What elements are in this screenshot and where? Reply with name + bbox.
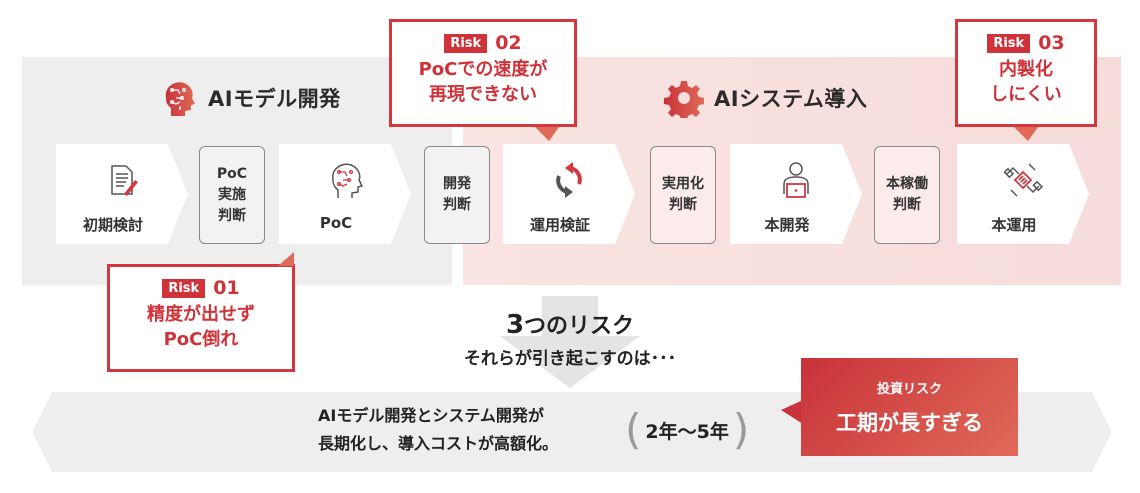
- risk-line: PoC倒れ: [163, 329, 239, 350]
- down-arrow-icon: [500, 296, 640, 388]
- summary-subtitle: それらが引き起こすのは･･･: [463, 349, 677, 369]
- gate-line: 判断: [443, 197, 471, 213]
- risk-bubble-03-tail: [1014, 127, 1038, 141]
- brain-head-outline-icon: [332, 163, 364, 198]
- step-poc: PoC: [279, 144, 411, 244]
- risk-line: 精度が出せず: [147, 304, 255, 325]
- person-laptop-icon: [783, 162, 809, 198]
- paren-close: ): [732, 405, 750, 454]
- consequence-line: AIモデル開発とシステム開発が: [318, 406, 544, 425]
- risk-tag: Risk: [444, 33, 488, 53]
- gate-line: 判断: [893, 197, 921, 213]
- risk-count: 3: [505, 310, 525, 340]
- step-initial-review: 初期検討: [56, 144, 188, 244]
- risk-bubble-02-tail: [535, 127, 559, 141]
- risk-line: 再現できない: [429, 84, 537, 105]
- system-title-text: AIシステム導入: [714, 87, 868, 111]
- risk-line: PoCでの速度が: [418, 59, 548, 80]
- system-title: AIシステム導入: [664, 78, 867, 118]
- step-label: PoC: [319, 214, 353, 232]
- risk-line: しにくい: [990, 84, 1062, 105]
- gate-line: 実用化: [662, 176, 704, 192]
- risk-tag: Risk: [987, 33, 1031, 53]
- gear-icon: [664, 81, 704, 118]
- handshake-icon: [1003, 163, 1043, 197]
- risk-bubble-01: Risk 01 精度が出せず PoC倒れ: [107, 264, 295, 372]
- investment-headline: 工期が長すぎる: [836, 411, 983, 435]
- consequence-line: 長期化し、導入コストが高額化。: [318, 434, 559, 453]
- chevron-shape: [279, 144, 411, 244]
- gate-line: PoC: [216, 165, 248, 182]
- investment-label: 投資リスク: [876, 382, 942, 397]
- refresh-cycle-icon: [556, 162, 582, 198]
- consequence-text: AIモデル開発とシステム開発が 長期化し、導入コストが高額化。: [318, 402, 558, 458]
- risk-number: 02: [495, 32, 522, 54]
- document-pen-icon: [111, 165, 138, 196]
- gate-line: 実施: [218, 186, 246, 203]
- risk-number: 03: [1038, 32, 1065, 54]
- brain-head-icon: [165, 82, 195, 116]
- period-text: 2年〜5年: [645, 420, 729, 443]
- risk-line: 内製化: [999, 59, 1053, 80]
- step-operation-validation: 運用検証: [503, 144, 635, 244]
- step-label: 本運用: [991, 216, 1037, 234]
- step-main-development: 本開発: [730, 144, 862, 244]
- gate-development-decision: 開発 判断: [424, 146, 490, 244]
- period-range: ( 2年〜5年 ): [625, 405, 750, 454]
- risk-bubble-01-tail: [268, 252, 294, 266]
- risk-number: 01: [213, 277, 240, 299]
- gate-line: 本稼働: [886, 176, 928, 192]
- gate-practical-decision: 実用化 判断: [650, 146, 716, 244]
- three-risks-summary: 3つのリスク それらが引き起こすのは･･･: [420, 308, 720, 369]
- gate-go-live-decision: 本稼働 判断: [874, 146, 940, 244]
- paren-open: (: [625, 405, 642, 454]
- risk-bubble-02: Risk 02 PoCでの速度が 再現できない: [389, 19, 577, 127]
- gate-poc-decision: PoC 実施 判断: [199, 146, 265, 244]
- ai-model-title: AIモデル開発: [158, 78, 341, 118]
- chevron-shape: [957, 144, 1089, 244]
- gate-line: 開発: [443, 176, 471, 192]
- investment-callout-tail: [781, 400, 803, 424]
- gate-line: 判断: [669, 197, 697, 213]
- step-production-operation: 本運用: [957, 144, 1089, 244]
- gate-line: 判断: [218, 207, 246, 224]
- step-label: 運用検証: [529, 216, 590, 234]
- risk-bubble-03: Risk 03 内製化 しにくい: [955, 19, 1097, 127]
- investment-risk-callout: 投資リスク 工期が長すぎる: [801, 358, 1018, 456]
- risk-tag: Risk: [162, 278, 206, 298]
- step-label: 本開発: [764, 216, 810, 234]
- risk-count-text: つのリスク: [524, 314, 635, 339]
- ai-model-title-text: AIモデル開発: [208, 87, 341, 111]
- step-label: 初期検討: [82, 216, 143, 234]
